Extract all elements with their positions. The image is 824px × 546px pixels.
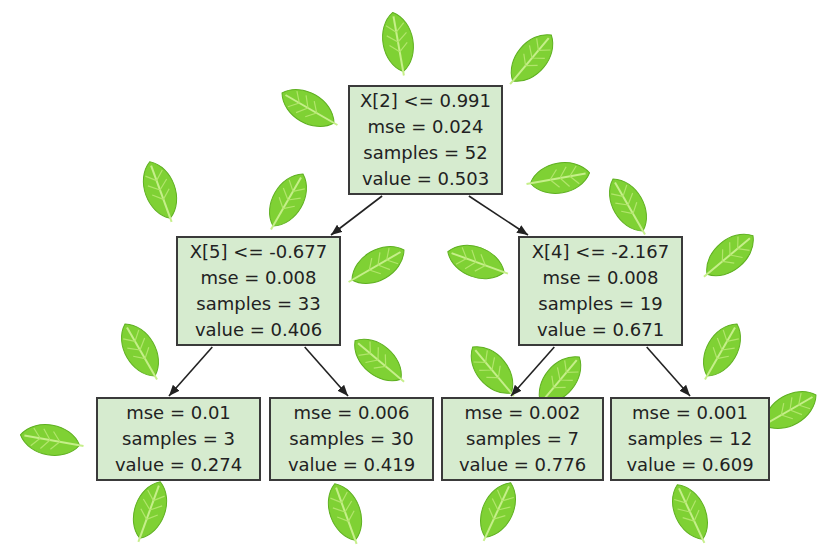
node-text: value = 0.406: [186, 317, 331, 343]
node-text: samples = 7: [451, 426, 594, 452]
tree-arrow: [647, 347, 690, 396]
leaf: [443, 238, 513, 288]
leaf: [694, 224, 762, 288]
node-text: mse = 0.008: [186, 265, 331, 291]
node-text: mse = 0.002: [451, 400, 594, 426]
leaf: [345, 329, 413, 393]
node-text: samples = 33: [186, 291, 331, 317]
leaf-node: mse = 0.006samples = 30value = 0.419: [269, 397, 434, 481]
node-text: mse = 0.01: [106, 400, 251, 426]
leaf: [600, 172, 658, 242]
leaf: [136, 157, 186, 227]
leaf: [461, 337, 525, 405]
tree-arrow: [305, 347, 348, 396]
node-text: value = 0.503: [358, 166, 493, 192]
leaf: [470, 476, 524, 546]
leaf: [258, 167, 316, 237]
leaf: [112, 317, 170, 387]
node-text: mse = 0.024: [358, 114, 493, 140]
tree-arrow: [469, 196, 528, 235]
tree-arrow: [331, 196, 382, 235]
node-text: X[5] <= -0.677: [186, 239, 331, 265]
split-node: X[5] <= -0.677mse = 0.008samples = 33val…: [176, 236, 341, 346]
leaf: [124, 477, 174, 546]
leaf: [524, 158, 592, 199]
split-node: X[4] <= -2.167mse = 0.008samples = 19val…: [518, 236, 683, 346]
node-text: mse = 0.006: [279, 400, 424, 426]
node-text: value = 0.671: [528, 317, 673, 343]
leaf: [692, 317, 750, 387]
node-text: samples = 12: [620, 426, 760, 452]
leaf: [321, 479, 371, 546]
leaf: [378, 10, 419, 78]
tree-arrow: [169, 347, 212, 396]
leaf: [664, 478, 718, 546]
node-text: value = 0.419: [279, 452, 424, 478]
leaf-node: mse = 0.01samples = 3value = 0.274: [96, 397, 261, 481]
leaf: [499, 25, 563, 93]
leaf: [275, 80, 345, 138]
split-node: X[2] <= 0.991mse = 0.024samples = 52valu…: [348, 85, 503, 195]
node-text: value = 0.776: [451, 452, 594, 478]
node-text: samples = 30: [279, 426, 424, 452]
node-text: X[2] <= 0.991: [358, 88, 493, 114]
node-text: X[4] <= -2.167: [528, 239, 673, 265]
leaf-node: mse = 0.002samples = 7value = 0.776: [441, 397, 604, 481]
node-text: mse = 0.001: [620, 400, 760, 426]
node-text: value = 0.609: [620, 452, 760, 478]
leaf-node: mse = 0.001samples = 12value = 0.609: [610, 397, 770, 481]
tree-arrow: [511, 347, 554, 396]
node-text: value = 0.274: [106, 452, 251, 478]
leaf: [18, 420, 86, 461]
node-text: mse = 0.008: [528, 265, 673, 291]
node-text: samples = 52: [358, 140, 493, 166]
node-text: samples = 3: [106, 426, 251, 452]
leaf: [341, 237, 411, 295]
node-text: samples = 19: [528, 291, 673, 317]
